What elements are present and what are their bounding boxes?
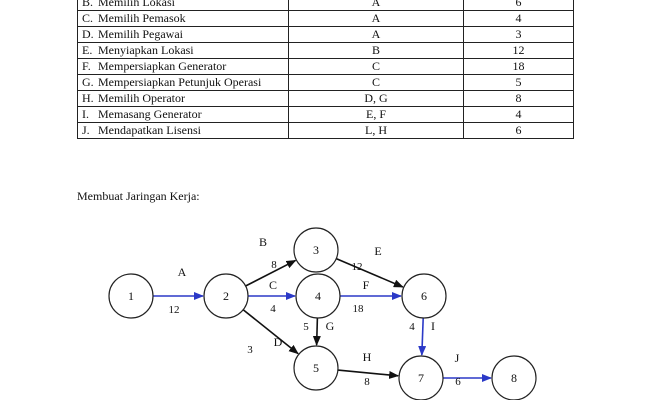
edge-activity-label: C	[269, 278, 277, 292]
activity-code: J.	[82, 123, 90, 137]
edge-g-arrow	[312, 317, 321, 347]
edge-duration-label: 4	[270, 303, 276, 315]
activity-code: H.	[82, 91, 94, 105]
node-number: 7	[418, 371, 424, 385]
node-circle	[108, 273, 154, 319]
edge-duration-label: 5	[303, 321, 309, 333]
section-heading: Membuat Jaringan Kerja:	[77, 189, 200, 203]
node-number: 5	[313, 361, 319, 375]
edge-duration-label: 8	[364, 376, 370, 388]
node-8: 8	[491, 355, 537, 400]
node-7: 7	[398, 355, 444, 400]
edge-duration-label: 3	[247, 344, 253, 356]
activity-name: Mempersiapkan Petunjuk Operasi	[98, 75, 262, 89]
activity-cell: J. Mendapatkan Lisensi	[77, 122, 289, 139]
node-number: 4	[315, 289, 321, 303]
node-2: 2	[203, 273, 249, 319]
edge-duration-label: 6	[455, 376, 461, 388]
activity-cell: I. Memasang Generator	[77, 106, 289, 123]
edge-activity-label: I	[431, 319, 435, 333]
edge-activity-label: B	[259, 235, 267, 249]
node-4: 4	[295, 273, 341, 319]
edge-activity-label: D	[274, 335, 283, 349]
node-circle	[293, 345, 339, 391]
activity-name: Memilih Lokasi	[98, 0, 175, 9]
node-5: 5	[293, 345, 339, 391]
activity-name: Memilih Pemasok	[98, 11, 186, 25]
edge-activity-label: J	[455, 351, 460, 365]
node-6: 6	[401, 273, 447, 319]
activity-name: Memasang Generator	[98, 107, 202, 121]
activity-name: Memilih Operator	[98, 91, 185, 105]
activity-cell: F. Mempersiapkan Generator	[77, 58, 289, 75]
edge-duration-label: 18	[353, 303, 365, 315]
activity-code: C.	[82, 11, 94, 25]
node-number: 2	[223, 289, 229, 303]
node-circle	[293, 227, 339, 273]
node-circle	[491, 355, 537, 400]
edge-h-arrow	[337, 369, 400, 379]
activity-code: G.	[82, 75, 94, 89]
edge-activity-label: A	[178, 265, 187, 279]
edge-duration-label: 12	[169, 304, 180, 316]
edge-activity-label: H	[363, 350, 372, 364]
duration-cell: 6	[463, 122, 574, 139]
edge-e-arrow	[335, 257, 404, 288]
activity-code: D.	[82, 27, 94, 41]
activity-code: I.	[82, 107, 89, 121]
node-circle	[401, 273, 447, 319]
activity-cell: H. Memilih Operator	[77, 90, 289, 107]
node-number: 1	[128, 289, 134, 303]
predecessor-cell: L, H	[288, 122, 464, 139]
predecessor-cell: E, F	[288, 106, 464, 123]
activity-name: Mempersiapkan Generator	[98, 59, 227, 73]
edge-activity-label: E	[374, 244, 381, 258]
edge-activity-label: F	[363, 278, 370, 292]
activity-name: Mendapatkan Lisensi	[98, 123, 201, 137]
node-circle	[398, 355, 444, 400]
activity-code: E.	[82, 43, 93, 57]
activity-name: Memilih Pegawai	[98, 27, 183, 41]
node-1: 1	[108, 273, 154, 319]
activity-code: F.	[82, 59, 91, 73]
node-circle	[295, 273, 341, 319]
activity-name: Menyiapkan Lokasi	[98, 43, 194, 57]
edge-activity-label: G	[326, 319, 335, 333]
activity-code: B.	[82, 0, 94, 9]
edge-b-arrow	[245, 259, 297, 287]
edge-duration-label: 12	[352, 261, 363, 273]
edge-i-arrow	[418, 317, 427, 357]
edge-duration-label: 4	[409, 321, 415, 333]
node-3: 3	[293, 227, 339, 273]
edge-duration-label: 8	[271, 259, 277, 271]
node-number: 3	[313, 243, 319, 257]
edge-d-arrow	[242, 309, 299, 355]
node-circle	[203, 273, 249, 319]
node-number: 8	[511, 371, 517, 385]
node-number: 6	[421, 289, 427, 303]
